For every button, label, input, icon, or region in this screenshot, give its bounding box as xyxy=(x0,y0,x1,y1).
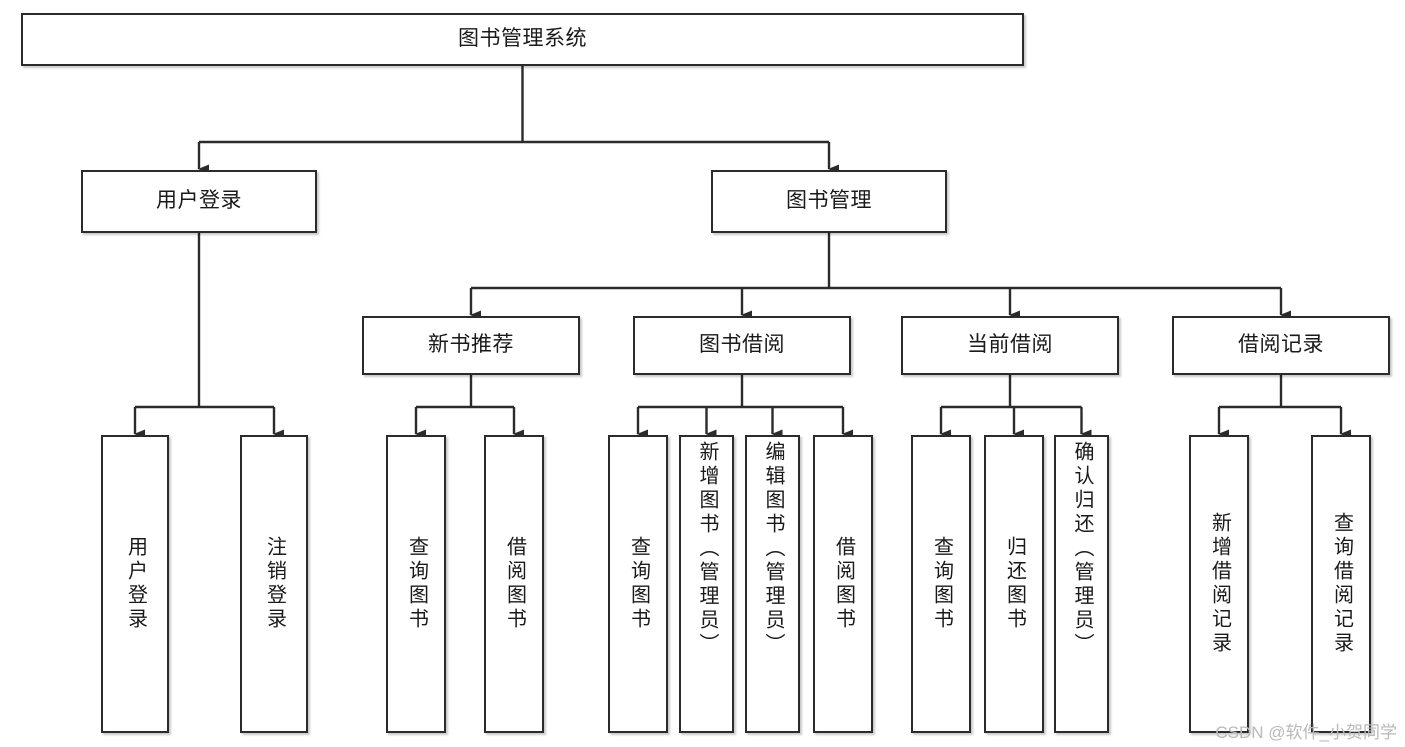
leaf-borrow-book[interactable]: 借阅图书 xyxy=(813,435,873,733)
leaf-user-login[interactable]: 用户登录 xyxy=(101,435,169,733)
csdn-watermark: CSDN @软件_小贺同学 xyxy=(1215,723,1397,742)
node-root-label: 图书管理系统 xyxy=(458,27,587,51)
leaf-query-book-borrow[interactable]: 查询图书 xyxy=(608,435,668,733)
leaf-borrow-book-recommend[interactable]: 借阅图书 xyxy=(484,435,544,733)
leaf-query-book-recommend[interactable]: 查询图书 xyxy=(386,435,446,733)
leaf-add-book[interactable]: 新增图书（管理员） xyxy=(679,435,734,733)
leaf-query-book-current[interactable]: 查询图书 xyxy=(911,435,971,733)
node-user-login[interactable]: 用户登录 xyxy=(81,170,317,233)
leaf-query-borrow-record-label: 查询借阅记录 xyxy=(1330,512,1353,656)
leaf-query-book-borrow-label: 查询图书 xyxy=(627,536,650,632)
leaf-return-book-label: 归还图书 xyxy=(1003,536,1026,632)
node-new-book-recommend[interactable]: 新书推荐 xyxy=(362,316,580,375)
leaf-edit-book[interactable]: 编辑图书（管理员） xyxy=(745,435,800,733)
node-book-manage[interactable]: 图书管理 xyxy=(711,170,947,233)
leaf-edit-book-label: 编辑图书（管理员） xyxy=(762,441,784,657)
node-book-manage-label: 图书管理 xyxy=(786,189,872,213)
node-borrow-record-label: 借阅记录 xyxy=(1238,333,1324,357)
leaf-logout-login[interactable]: 注销登录 xyxy=(240,435,308,733)
leaf-confirm-return-label: 确认归还（管理员） xyxy=(1071,441,1093,657)
leaf-add-book-label: 新增图书（管理员） xyxy=(696,441,718,657)
node-current-borrow[interactable]: 当前借阅 xyxy=(901,316,1119,375)
leaf-user-login-label: 用户登录 xyxy=(124,536,147,632)
leaf-query-book-current-label: 查询图书 xyxy=(930,536,953,632)
leaf-query-book-recommend-label: 查询图书 xyxy=(405,536,428,632)
node-user-login-label: 用户登录 xyxy=(156,189,242,213)
node-current-borrow-label: 当前借阅 xyxy=(967,333,1053,357)
leaf-borrow-book-recommend-label: 借阅图书 xyxy=(503,536,526,632)
node-root[interactable]: 图书管理系统 xyxy=(21,13,1024,66)
node-borrow-record[interactable]: 借阅记录 xyxy=(1172,316,1390,375)
leaf-logout-login-label: 注销登录 xyxy=(263,536,286,632)
leaf-add-borrow-record[interactable]: 新增借阅记录 xyxy=(1189,435,1249,733)
node-book-borrow[interactable]: 图书借阅 xyxy=(633,316,851,375)
leaf-add-borrow-record-label: 新增借阅记录 xyxy=(1208,512,1231,656)
node-book-borrow-label: 图书借阅 xyxy=(699,333,785,357)
leaf-confirm-return[interactable]: 确认归还（管理员） xyxy=(1054,435,1109,733)
leaf-return-book[interactable]: 归还图书 xyxy=(984,435,1044,733)
node-new-book-recommend-label: 新书推荐 xyxy=(428,333,514,357)
leaf-query-borrow-record[interactable]: 查询借阅记录 xyxy=(1311,435,1371,733)
leaf-borrow-book-label: 借阅图书 xyxy=(832,536,855,632)
